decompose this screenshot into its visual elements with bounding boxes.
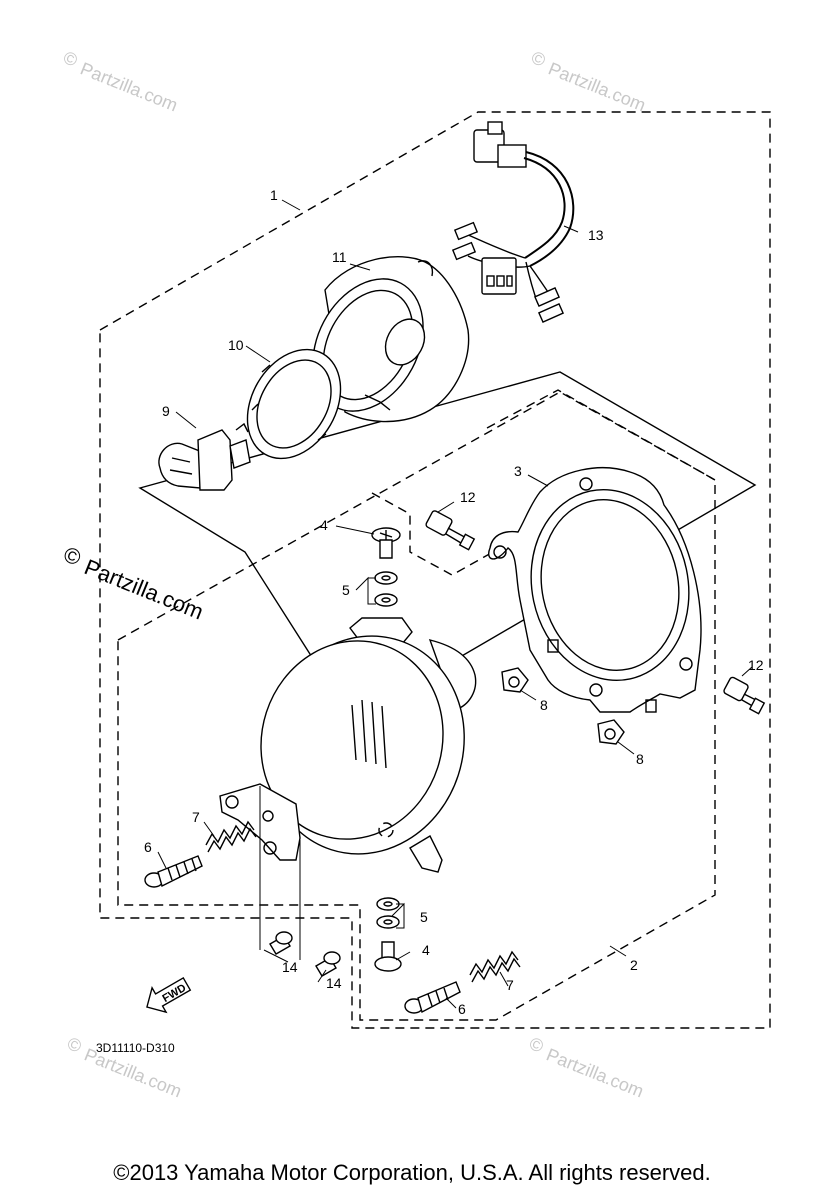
screw-4-lower (374, 941, 402, 972)
svg-text:©: © (60, 541, 84, 570)
watermark-top-left: © Partzilla.com (61, 47, 181, 115)
screw-14-right (315, 951, 341, 977)
svg-text:Partzilla.com: Partzilla.com (544, 1044, 647, 1101)
callout-9: 9 (162, 403, 170, 419)
screw-6-lower (404, 981, 461, 1014)
fwd-label: FWD (161, 982, 189, 1005)
callout-3: 3 (514, 463, 522, 479)
screw-6-upper (144, 855, 203, 888)
headlight-unit (260, 617, 477, 873)
callout-10: 10 (228, 337, 244, 353)
headlight-bulb (158, 422, 251, 491)
group-outline-1 (99, 111, 771, 1029)
watermark-bold-left: © Partzilla.com (60, 541, 207, 624)
screw-4-upper (371, 527, 401, 559)
callout-7-upper: 7 (192, 809, 200, 825)
callout-8-right: 8 (636, 751, 644, 767)
svg-text:Partzilla.com: Partzilla.com (546, 58, 649, 115)
group-outline-2 (117, 391, 716, 1021)
callout-11: 11 (332, 249, 347, 265)
callout-13: 13 (588, 227, 604, 243)
callout-2: 2 (630, 957, 638, 973)
callout-5-lower: 5 (420, 909, 428, 925)
svg-text:©: © (65, 1033, 85, 1057)
callout-14-right: 14 (326, 975, 342, 991)
group-outline-3 (486, 389, 716, 481)
grommet-8-right (597, 719, 625, 745)
svg-text:©: © (61, 47, 81, 71)
callout-6-upper: 6 (144, 839, 152, 855)
callout-4-lower: 4 (422, 942, 430, 958)
callout-4-upper: 4 (320, 517, 328, 533)
callout-14-left: 14 (282, 959, 298, 975)
callout-1: 1 (270, 187, 278, 203)
spring-7-upper (205, 820, 257, 853)
watermark-top-right: © Partzilla.com (529, 47, 649, 115)
spring-7-lower (469, 950, 521, 983)
screw-14-left (269, 931, 293, 955)
svg-text:©: © (527, 1033, 547, 1057)
bulb-retaining-ring (246, 348, 342, 460)
diagram-code: 3D11110-D310 (96, 1041, 175, 1055)
callout-7-lower: 7 (506, 977, 514, 993)
group-outline-4 (371, 492, 494, 576)
callout-6-lower: 6 (458, 1001, 466, 1017)
watermark-bottom-right: © Partzilla.com (527, 1033, 647, 1101)
callout-12-upper: 12 (460, 489, 476, 505)
callout-5-upper: 5 (342, 582, 350, 598)
wire-harness (451, 121, 575, 323)
leader-lines (157, 199, 753, 1009)
bolt-12-upper (425, 510, 476, 551)
washers-5-lower (376, 897, 400, 929)
headlight-socket-housing (312, 256, 470, 423)
svg-text:Partzilla.com: Partzilla.com (78, 58, 181, 115)
callout-8-left: 8 (540, 697, 548, 713)
svg-text:©: © (529, 47, 549, 71)
callout-12-right: 12 (748, 657, 764, 673)
bolt-12-right (723, 676, 766, 715)
washers-5-upper (374, 571, 398, 607)
grommet-8-left (501, 667, 529, 693)
fwd-arrow-icon: FWD (146, 976, 192, 1014)
headlight-bracket (488, 467, 702, 713)
copyright-notice: ©2013 Yamaha Motor Corporation, U.S.A. A… (113, 1160, 711, 1185)
